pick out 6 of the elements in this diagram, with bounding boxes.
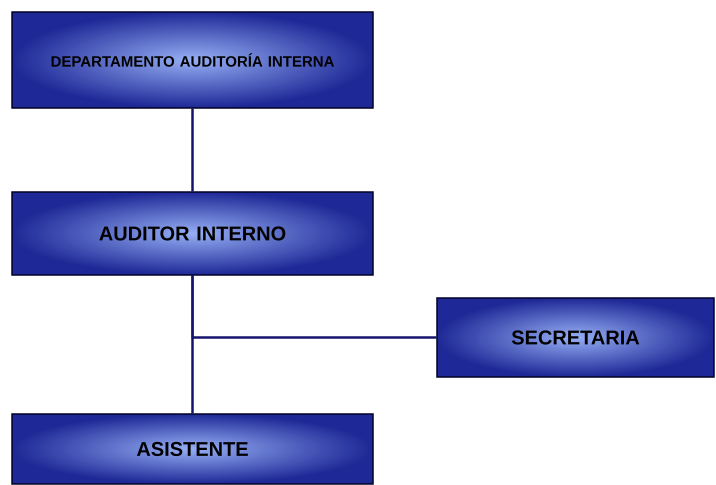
connector-line bbox=[191, 276, 194, 414]
org-box: AUDITOR INTERNO bbox=[11, 191, 374, 276]
org-box: SECRETARIA bbox=[436, 297, 715, 378]
connector-line bbox=[191, 108, 194, 192]
org-box: ASISTENTE bbox=[11, 413, 374, 485]
org-box: DEPARTAMENTO AUDITORÍA INTERNA bbox=[11, 11, 374, 109]
